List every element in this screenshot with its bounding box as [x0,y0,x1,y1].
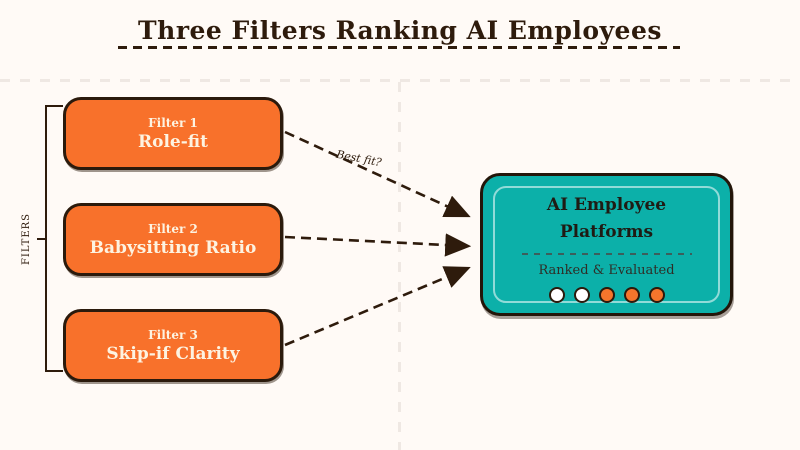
faint-horizontal-guide [0,79,800,82]
pagination-dot [648,286,665,303]
filter-box-skip-if-clarity: Filter 3 Skip-if Clarity [63,309,283,382]
platform-divider [521,252,692,255]
pagination-dots [548,286,665,303]
filter-name: Role-fit [137,131,208,152]
platform-title-line2: Platforms [559,221,654,242]
pagination-dot [623,286,640,303]
arrow-filter2-to-platform [284,233,472,257]
arrow-filter1-to-platform [284,130,471,218]
faint-vertical-guide [398,82,401,450]
filter-name: Babysitting Ratio [89,237,257,258]
filter-name: Skip-if Clarity [106,343,240,364]
arrow-filter3-to-platform [284,266,471,347]
filters-bracket [37,105,63,372]
filter-label: Filter 3 [148,327,198,342]
filter-box-role-fit: Filter 1 Role-fit [63,97,283,170]
pagination-dot [573,286,590,303]
filter-label: Filter 2 [148,221,198,236]
platform-title-line1: AI Employee [546,195,667,216]
title-underline [118,46,680,49]
platform-title: AI Employee Platforms [547,192,666,245]
filter-label: Filter 1 [148,115,198,130]
page-title: Three Filters Ranking AI Employees [138,16,662,45]
pagination-dot [548,286,565,303]
filter-box-babysitting-ratio: Filter 2 Babysitting Ratio [63,203,283,276]
platform-subtitle: Ranked & Evaluated [538,262,675,278]
pagination-dot [598,286,615,303]
filters-bracket-label: FILTERS [21,212,32,266]
platform-box: AI Employee Platforms Ranked & Evaluated [480,173,733,316]
